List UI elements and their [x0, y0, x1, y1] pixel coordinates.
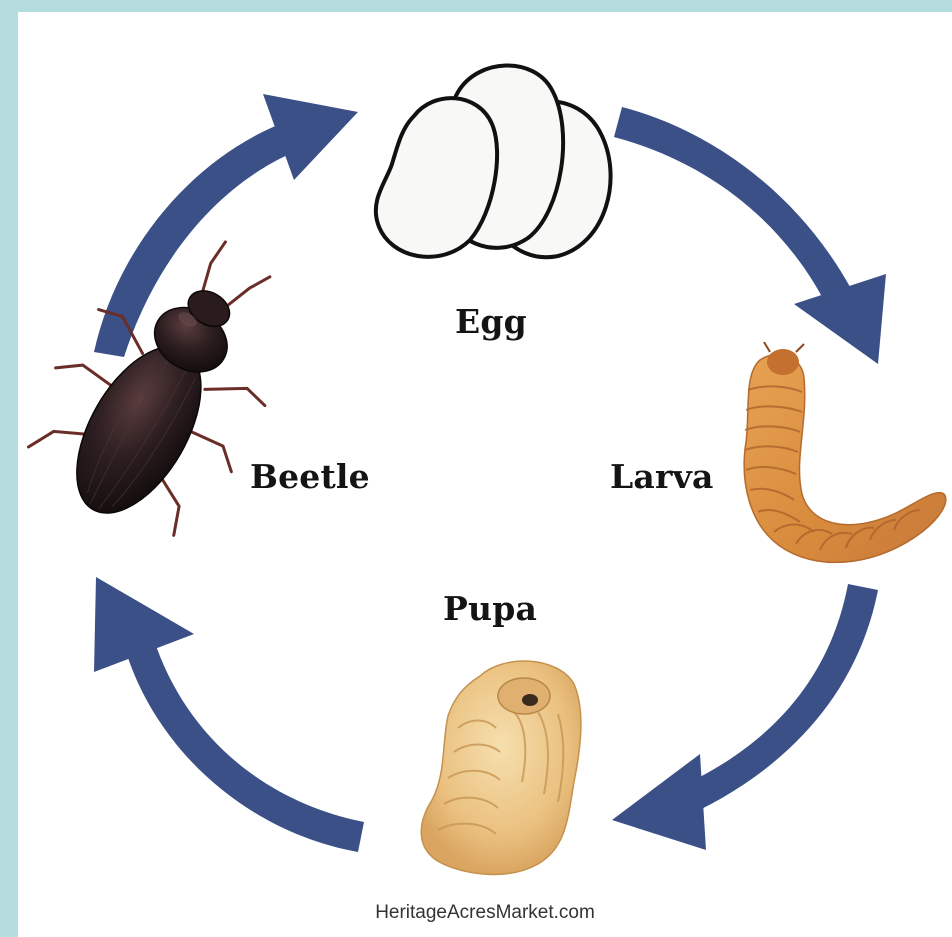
lifecycle-graphic — [18, 12, 952, 937]
pupa-head — [498, 678, 550, 714]
source-footer: HeritageAcresMarket.com — [18, 902, 952, 924]
larva-icon — [744, 342, 946, 562]
stage-label-egg: Egg — [455, 302, 527, 341]
stage-label-beetle: Beetle — [250, 457, 370, 496]
arrow-egg-to-larva — [614, 107, 858, 312]
stage-label-larva: Larva — [610, 457, 714, 496]
arrow-head-larva-to-pupa — [612, 754, 706, 850]
stage-label-pupa: Pupa — [443, 589, 537, 628]
lifecycle-diagram: Egg Larva Pupa Beetle HeritageAcresMarke… — [18, 12, 952, 937]
larva-head — [767, 349, 799, 375]
pupa-icon — [421, 661, 581, 874]
egg-cluster-icon — [376, 65, 611, 257]
arrow-pupa-to-beetle — [126, 640, 364, 852]
